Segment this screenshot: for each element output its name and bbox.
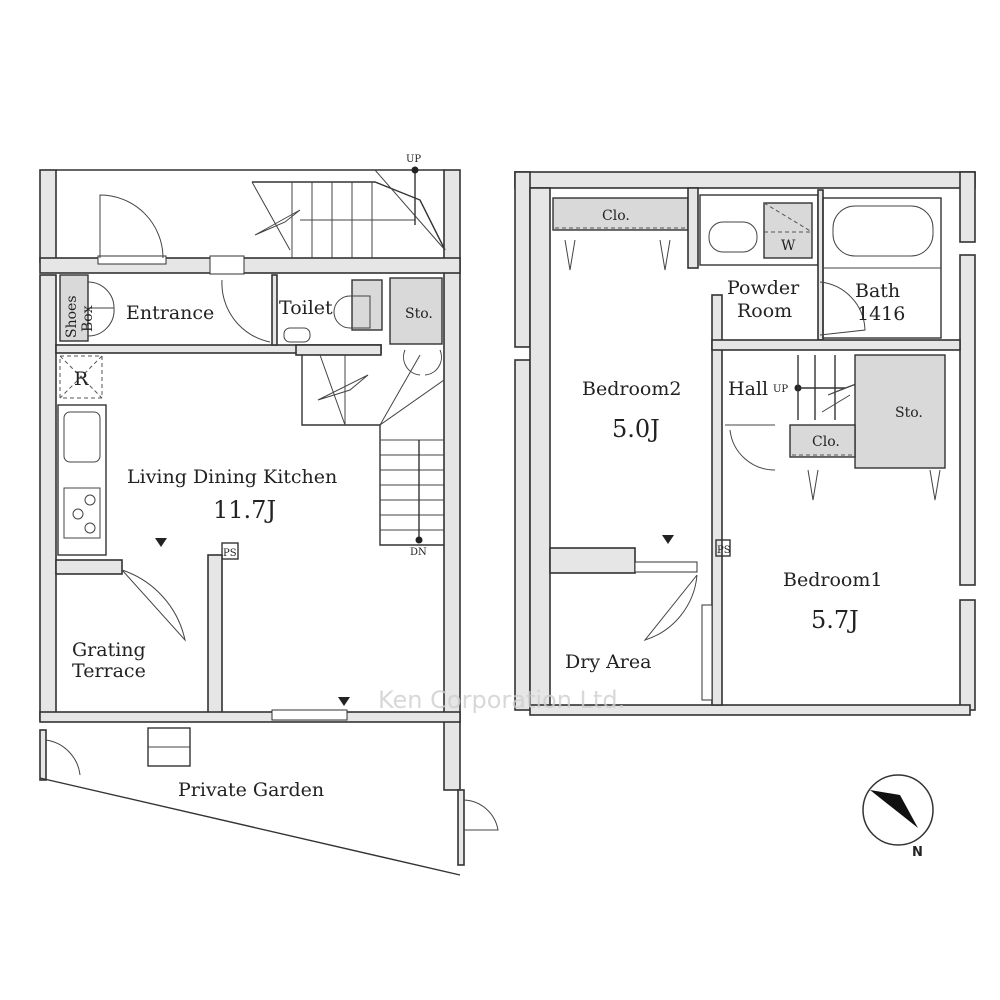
kitchen-counter	[57, 404, 107, 556]
lower-floor: UP Shoes Box Entrance Toilet Sto. R	[39, 154, 499, 876]
up-hall-label: UP	[773, 384, 788, 395]
bedroom2-size: 5.0J	[612, 415, 660, 443]
watermark: Ken Corporation Ltd.	[378, 686, 625, 714]
room-label: Room	[737, 300, 792, 322]
private-garden-label: Private Garden	[178, 779, 324, 801]
washer	[763, 202, 813, 259]
powder-label: Powder	[727, 277, 800, 299]
bedroom1-label: Bedroom1	[783, 569, 882, 591]
north-arrow-icon	[870, 790, 918, 828]
washer-label: W	[781, 238, 796, 254]
bedroom2-label: Bedroom2	[582, 378, 681, 400]
storage-upper	[854, 354, 946, 469]
ldk-size: 11.7J	[213, 496, 276, 524]
storage	[389, 277, 443, 345]
bath-size: 1416	[857, 303, 905, 325]
toilet-label: Toilet	[279, 297, 333, 319]
shoes-label: Shoes	[64, 295, 80, 338]
upper-floor: Clo. Bedroom2 5.0J PS Dry Area W Powder …	[514, 171, 976, 716]
washbasin-icon	[708, 221, 758, 253]
compass: N	[862, 774, 934, 860]
ps-label-left: PS	[223, 548, 237, 559]
entrance-label: Entrance	[126, 302, 214, 324]
wall	[39, 169, 57, 263]
grating-label: Grating	[72, 639, 146, 661]
storage-upper-label: Sto.	[895, 405, 923, 421]
sink-icon	[63, 411, 101, 463]
terrace-label: Terrace	[72, 660, 146, 682]
up-label: UP	[406, 154, 421, 165]
dn-label: DN	[410, 547, 427, 558]
ldk-label: Living Dining Kitchen	[127, 466, 337, 488]
bathtub-icon	[832, 205, 934, 257]
staircase-lower: DN	[301, 354, 445, 558]
closet-bed1	[789, 424, 856, 458]
storage-label: Sto.	[405, 306, 433, 322]
staircase-upper: UP	[251, 154, 446, 258]
wall	[39, 274, 57, 721]
north-label: N	[912, 845, 923, 860]
hall-label: Hall	[728, 378, 768, 400]
shoes-box	[59, 274, 89, 342]
dry-area-label: Dry Area	[565, 651, 651, 673]
bath-label: Bath	[855, 280, 900, 302]
box-label: Box	[80, 305, 96, 332]
wall	[443, 169, 461, 791]
closet-bed2-label: Clo.	[602, 208, 630, 224]
refrigerator-label: R	[74, 368, 89, 390]
closet-bed1-label: Clo.	[812, 434, 840, 450]
bedroom1-size: 5.7J	[811, 606, 859, 634]
refrigerator	[59, 355, 103, 399]
stove-icon	[63, 487, 101, 539]
window-marker	[155, 538, 167, 547]
ps-label-right: PS	[717, 545, 731, 556]
closet-bed2	[552, 197, 689, 231]
